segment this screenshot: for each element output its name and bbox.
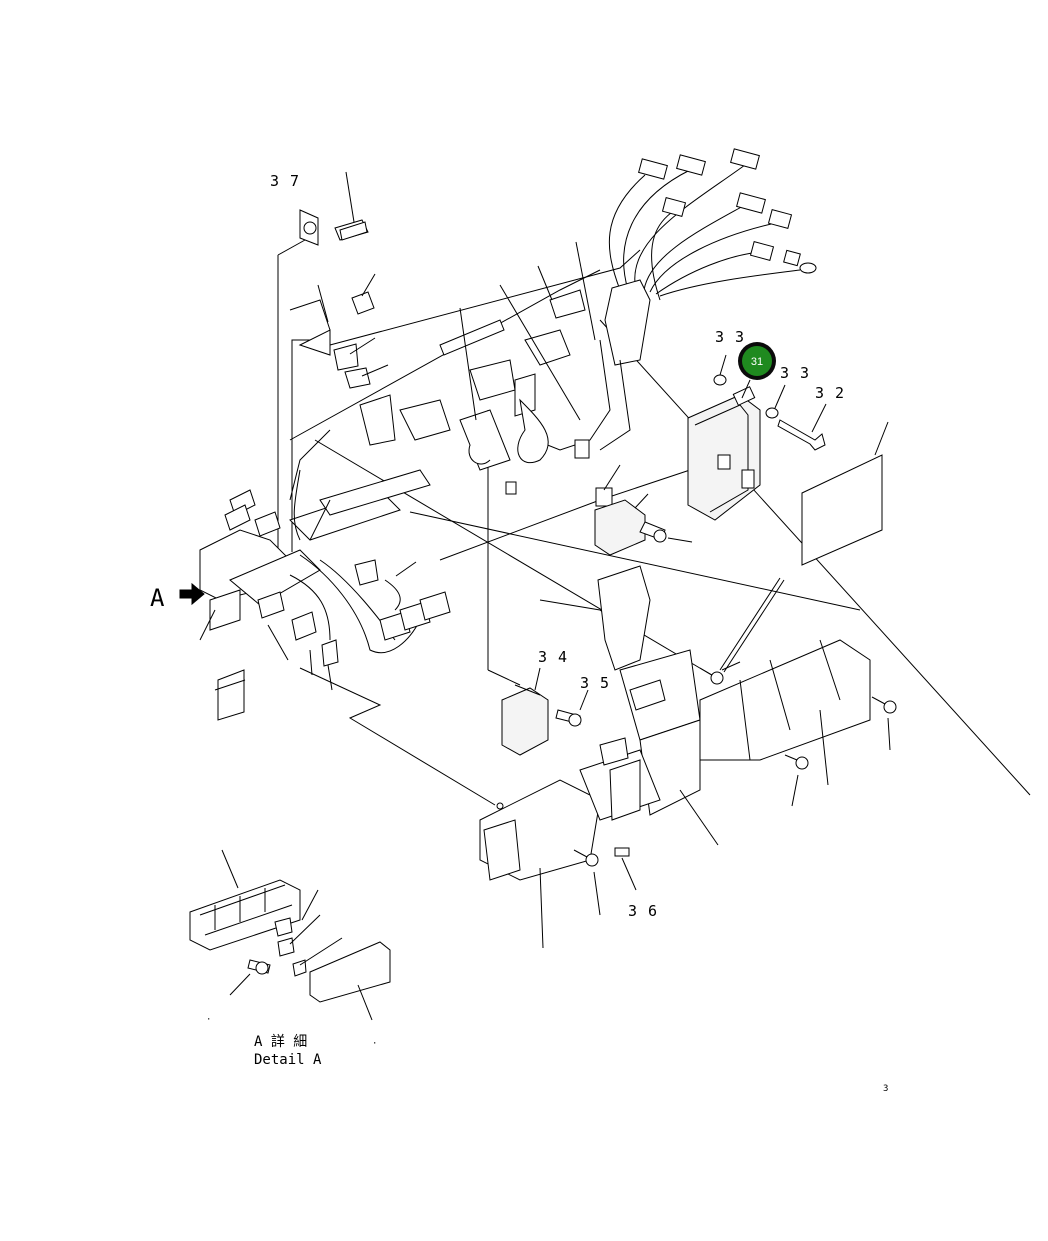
label-32: 3 2	[815, 384, 845, 402]
duct-bolts	[496, 661, 897, 949]
callout-fill	[742, 346, 772, 376]
relay-unit	[594, 493, 693, 556]
detail-a-view: · ·	[189, 849, 391, 1049]
label-37: 3 7	[270, 172, 300, 190]
controller-unit	[687, 379, 761, 521]
label-33-left: 3 3	[715, 328, 745, 346]
label-34: 3 4	[538, 648, 568, 666]
svg-text:·: ·	[206, 1015, 211, 1025]
detail-caption: A 詳 細 Detail A	[254, 1034, 322, 1068]
arrow-a-label: A	[150, 584, 165, 612]
view-arrow-a: A	[150, 582, 205, 612]
air-duct-assembly	[479, 565, 871, 881]
washer-bolt-set	[713, 354, 827, 451]
callout-number: 31	[751, 356, 763, 368]
label-35: 3 5	[580, 674, 610, 692]
label-33-right: 3 3	[780, 364, 810, 382]
left-connector-assembly	[199, 429, 451, 721]
module-unit-34	[501, 667, 589, 756]
label-plate	[801, 421, 889, 566]
label-36: 3 6	[628, 902, 658, 920]
detail-title-en: Detail A	[254, 1052, 322, 1068]
mounting-brackets	[298, 209, 613, 507]
part-labels: 3 7 3 3 3 3 3 2 3 4 3 5 3 6	[270, 172, 845, 920]
page-number: 3	[883, 1084, 888, 1094]
wire-harness	[534, 148, 817, 451]
detail-title-jp: A 詳 細	[254, 1034, 307, 1050]
svg-text:·: ·	[372, 1039, 377, 1049]
leader-lines	[317, 171, 621, 577]
callout-31[interactable]: 31	[738, 342, 776, 380]
